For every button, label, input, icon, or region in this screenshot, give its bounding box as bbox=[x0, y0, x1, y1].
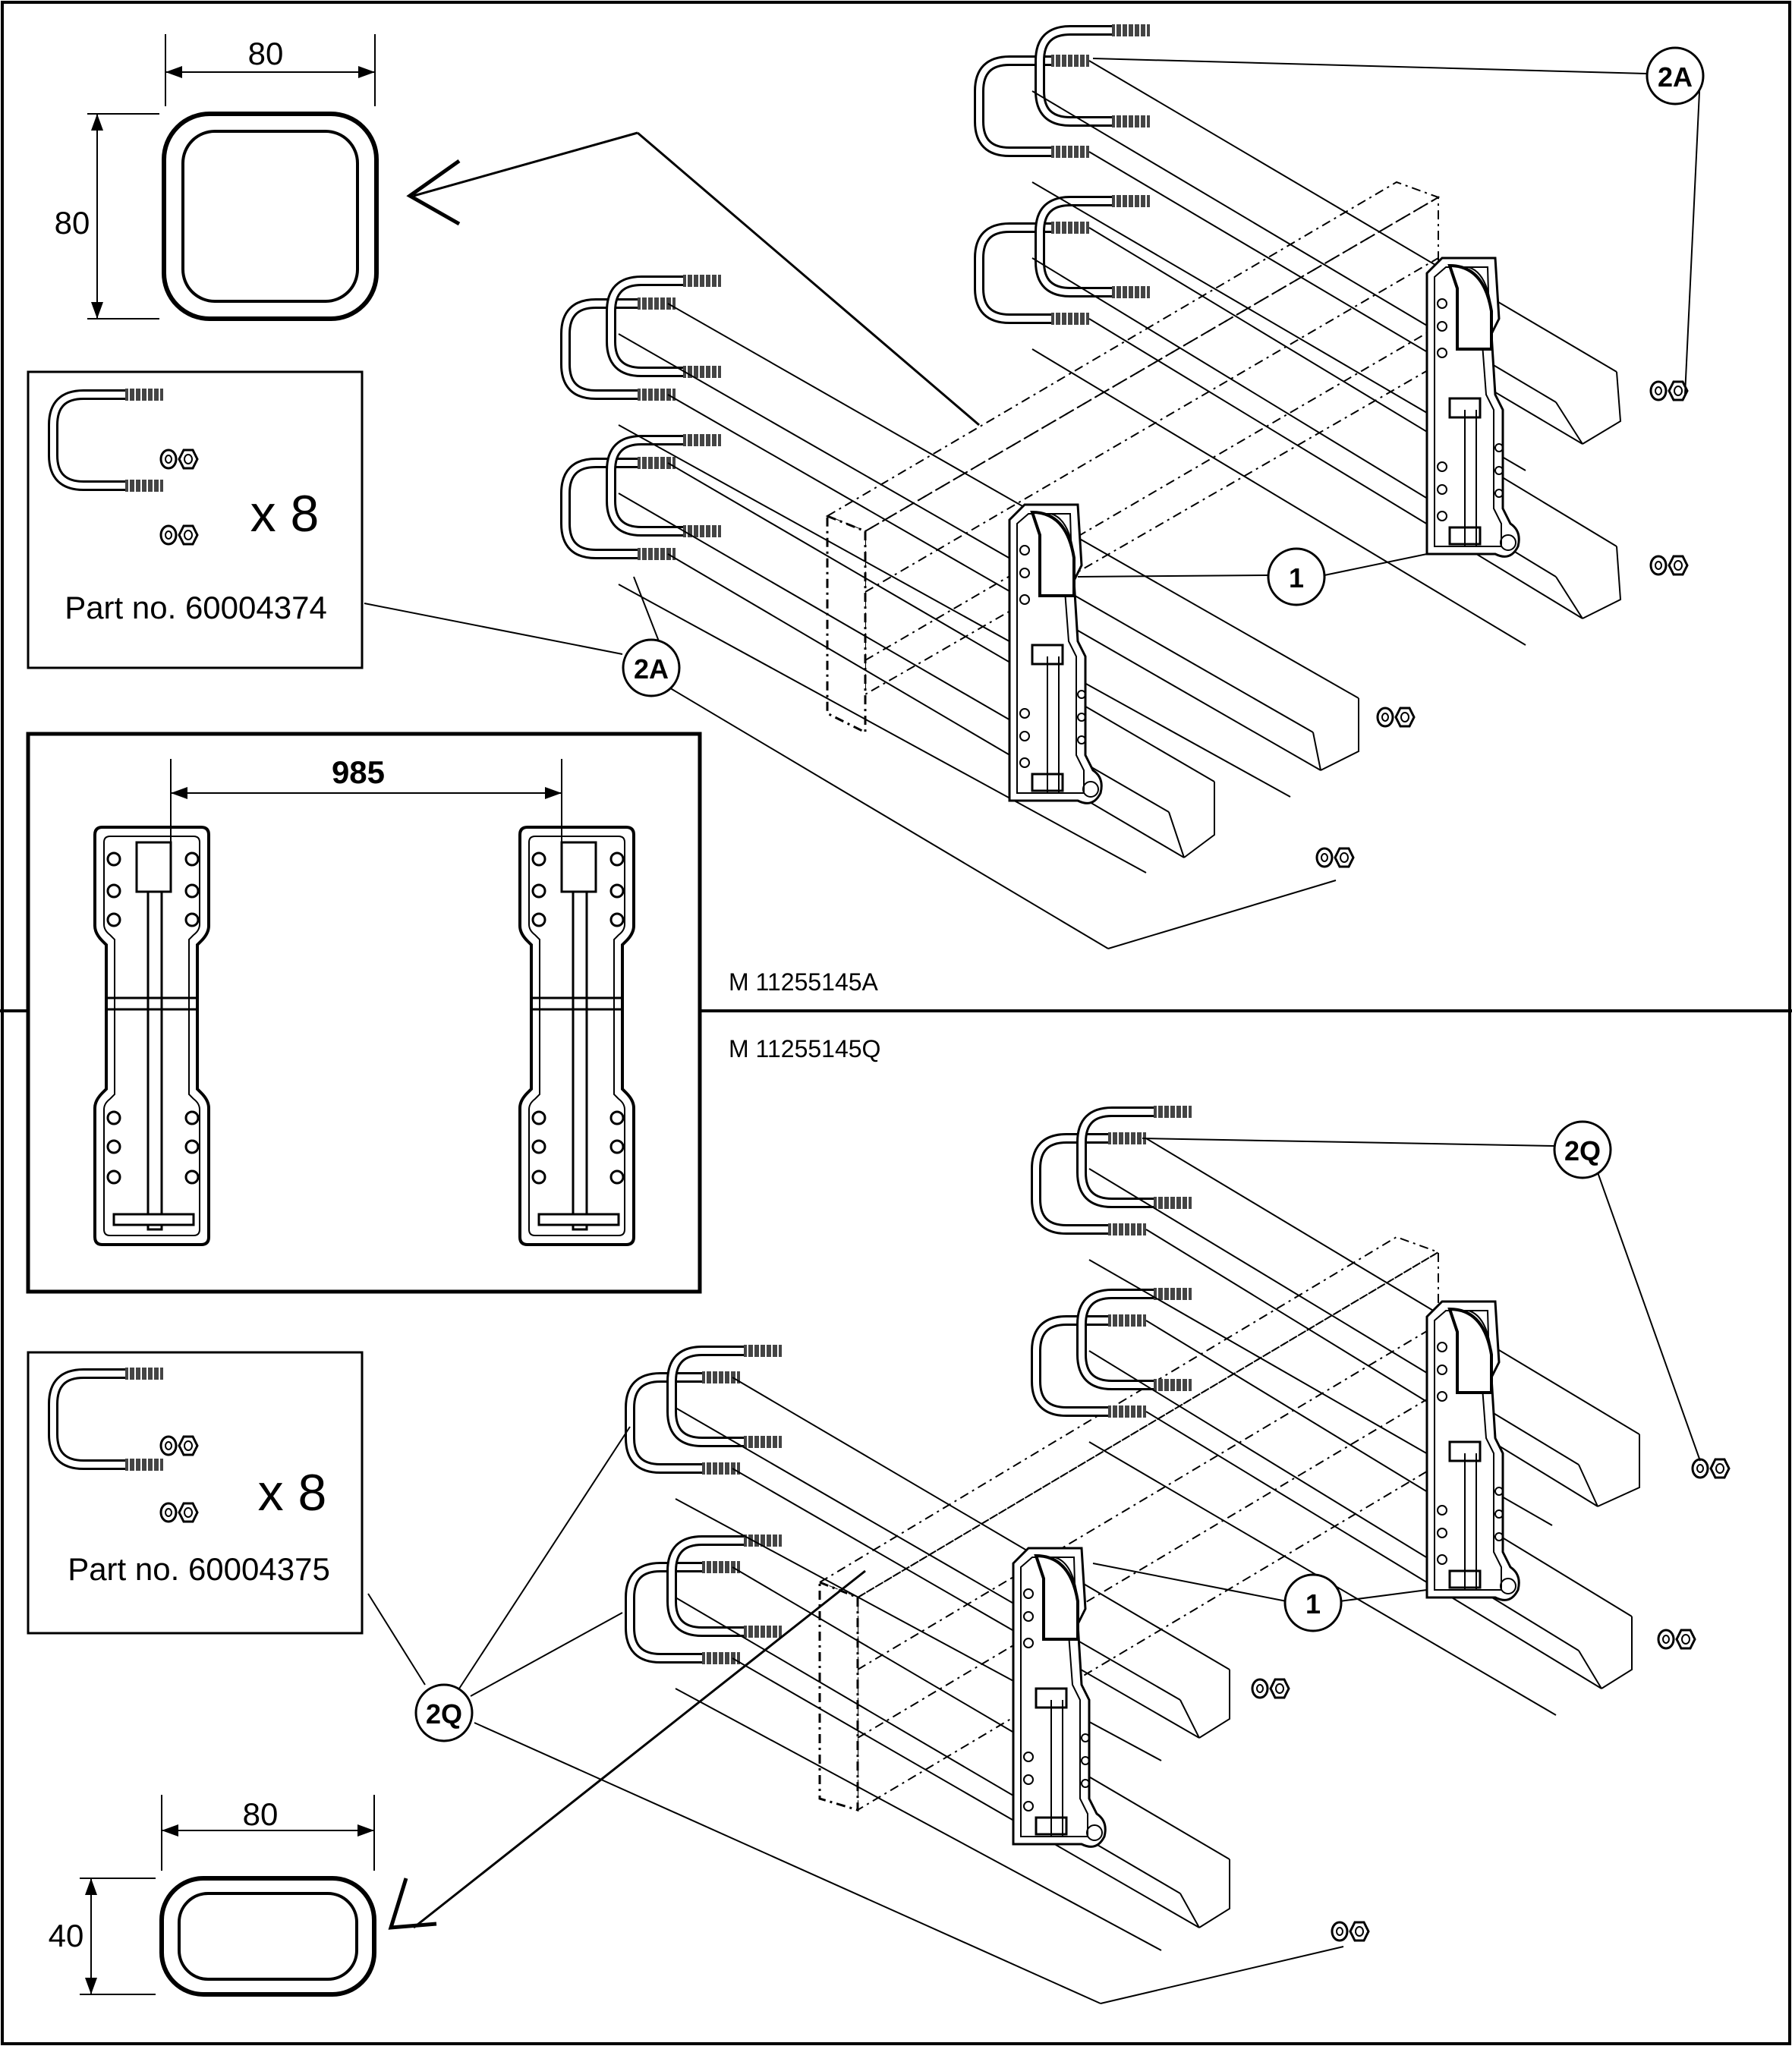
callout-2q-top: 2Q bbox=[1142, 1120, 1701, 1462]
plate-spacing-box: 985 bbox=[26, 732, 702, 1294]
bottom-assembly-code: M 11255145Q bbox=[729, 1035, 880, 1062]
top-profile-height: 80 bbox=[55, 205, 90, 241]
top-beam bbox=[825, 181, 1441, 735]
square-profile-section: 80 80 bbox=[55, 34, 379, 321]
top-profile-width: 80 bbox=[248, 36, 284, 71]
callout-1-top: 1 bbox=[1077, 547, 1428, 606]
bottom-profile-leader bbox=[388, 1569, 866, 1930]
top-assembly-code: M 11255145A bbox=[729, 968, 879, 996]
top-bracket-left bbox=[1008, 503, 1104, 805]
bottom-bolt-lines bbox=[675, 1138, 1640, 1951]
top-kit-part-number: Part no. 60004374 bbox=[65, 590, 327, 625]
callout-2a-left-label: 2A bbox=[634, 653, 669, 685]
bottom-bracket-left bbox=[1012, 1547, 1107, 1849]
bottom-kit-quantity: x 8 bbox=[258, 1464, 327, 1522]
bottom-kit-part-number: Part no. 60004375 bbox=[68, 1551, 330, 1587]
bottom-profile-height: 40 bbox=[49, 1918, 84, 1953]
rect-profile-section: 80 40 bbox=[49, 1795, 376, 1997]
callout-1-top-label: 1 bbox=[1289, 562, 1304, 593]
top-u-bolts bbox=[565, 24, 1150, 560]
callout-1-bottom-label: 1 bbox=[1305, 1588, 1321, 1619]
profile-leader bbox=[406, 131, 980, 427]
callout-2a-top: 2A bbox=[1092, 46, 1705, 395]
bottom-kit-box: x 8 Part no. 60004375 bbox=[27, 1351, 364, 1635]
plate-spacing-value: 985 bbox=[332, 754, 385, 790]
callout-2q-top-label: 2Q bbox=[1564, 1135, 1601, 1166]
top-kit-box: x 8 Part no. 60004374 bbox=[27, 370, 364, 669]
callout-2q-left: 2Q bbox=[367, 1426, 1344, 2004]
top-bracket-right bbox=[1425, 257, 1521, 559]
bottom-u-bolts bbox=[630, 1106, 1192, 1664]
bottom-profile-width: 80 bbox=[243, 1796, 279, 1832]
top-bolt-lines bbox=[618, 60, 1622, 873]
callout-2a-top-label: 2A bbox=[1658, 61, 1693, 93]
bottom-bracket-right bbox=[1425, 1300, 1521, 1602]
callout-2a-left: 2A bbox=[364, 576, 1337, 949]
top-kit-quantity: x 8 bbox=[250, 485, 320, 543]
callout-1-bottom: 1 bbox=[1092, 1563, 1428, 1632]
callout-2q-left-label: 2Q bbox=[426, 1698, 462, 1730]
